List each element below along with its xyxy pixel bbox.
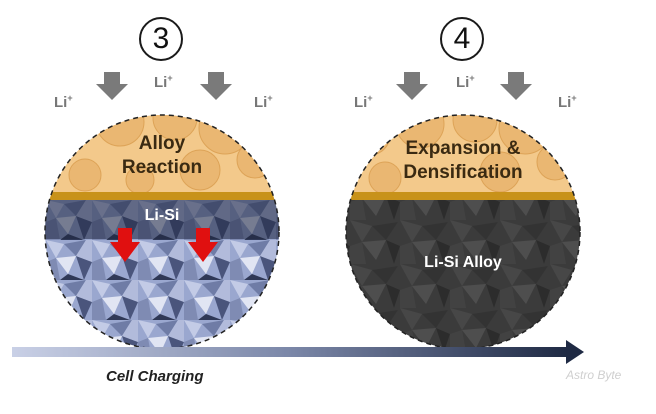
li-ion-label: Li+: [558, 93, 577, 111]
li-si-alloy-region: [346, 199, 580, 349]
li-ion-label: Li+: [456, 73, 475, 91]
down-arrow-icon: [200, 72, 232, 100]
li-ion-label: Li+: [354, 93, 373, 111]
down-arrow-icon: [500, 72, 532, 100]
li-si-alloy-label: Li-Si Alloy: [424, 254, 502, 271]
watermark: Astro Byte: [566, 368, 622, 382]
current-collector-2: [346, 192, 580, 200]
li-si-front-1: [45, 199, 279, 239]
li-arrows: [96, 72, 532, 100]
down-arrow-icon: [96, 72, 128, 100]
down-arrow-icon: [396, 72, 428, 100]
charging-arrow: [12, 340, 584, 364]
li-si-label: Li-Si: [144, 207, 180, 224]
expansion-label: Expansion & Densification: [403, 138, 523, 183]
step-number-3: 3: [139, 17, 183, 61]
li-ion-label: Li+: [254, 93, 273, 111]
li-ion-label: Li+: [154, 73, 173, 91]
red-down-arrow-icon: [110, 228, 140, 262]
red-down-arrow-icon: [188, 228, 218, 262]
cell-charging-label: Cell Charging: [106, 368, 204, 385]
li-ion-label: Li+: [54, 93, 73, 111]
current-collector-1: [45, 192, 279, 200]
alloy-reaction-label: Alloy Reaction: [121, 133, 203, 178]
step-number-4: 4: [440, 17, 484, 61]
lithiation-arrows: [110, 228, 218, 262]
